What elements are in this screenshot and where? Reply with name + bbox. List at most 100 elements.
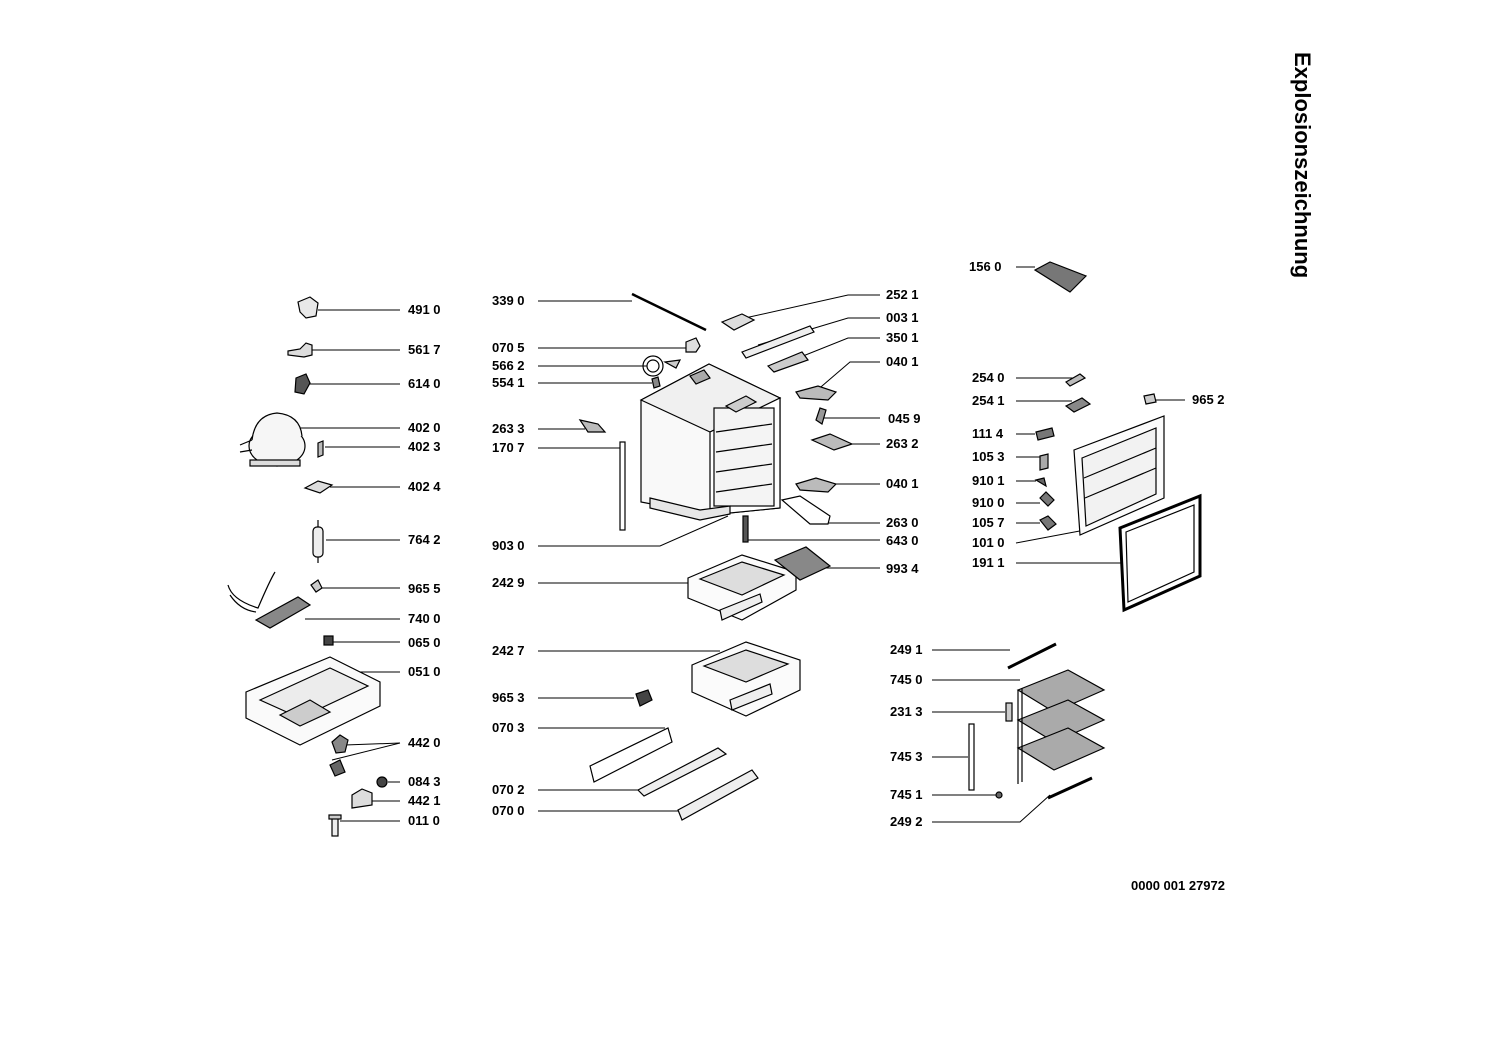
label-170-7: 170 7 — [492, 440, 525, 455]
part-614-0-drawing — [294, 373, 311, 395]
part-764-2-drawing — [312, 520, 324, 563]
label-040-1-lower: 040 1 — [886, 476, 919, 491]
label-242-7: 242 7 — [492, 643, 525, 658]
part-561-7-drawing — [287, 342, 313, 358]
part-003-1-drawing — [741, 325, 815, 359]
label-084-3: 084 3 — [408, 774, 441, 789]
label-561-7: 561 7 — [408, 342, 441, 357]
label-903-0: 903 0 — [492, 538, 525, 553]
label-111-4: 111 4 — [972, 426, 1004, 441]
drawer-242-9-drawing — [687, 554, 797, 621]
label-070-2: 070 2 — [492, 782, 525, 797]
part-402-3-drawing — [317, 440, 324, 458]
rack-745-0-drawing — [1016, 669, 1106, 784]
label-252-1: 252 1 — [886, 287, 919, 302]
label-254-0: 254 0 — [972, 370, 1005, 385]
door-101-0-drawing — [1073, 415, 1165, 536]
label-263-2: 263 2 — [886, 436, 919, 451]
label-249-1: 249 1 — [890, 642, 923, 657]
base-frame-051-0-drawing — [245, 656, 381, 746]
label-003-1: 003 1 — [886, 310, 919, 325]
label-745-1: 745 1 — [890, 787, 923, 802]
part-011-0-drawing — [328, 814, 342, 837]
part-263-0-drawing — [780, 495, 831, 525]
label-045-9: 045 9 — [888, 411, 921, 426]
label-993-4: 993 4 — [886, 561, 919, 576]
part-965-2-drawing — [1143, 393, 1157, 405]
part-231-3-drawing — [1005, 702, 1013, 722]
part-070-5-drawing — [685, 337, 701, 353]
label-402-4: 402 4 — [408, 479, 441, 494]
part-254-0-drawing — [1065, 373, 1087, 387]
label-263-3: 263 3 — [492, 421, 525, 436]
part-084-3-drawing — [376, 776, 388, 788]
label-643-0: 643 0 — [886, 533, 919, 548]
label-011-0: 011 0 — [408, 813, 440, 828]
condenser-740-0-drawing — [227, 571, 312, 629]
label-965-2: 965 2 — [1192, 392, 1225, 407]
label-101-0: 101 0 — [972, 535, 1005, 550]
part-111-4-drawing — [1035, 427, 1055, 441]
part-156-0-drawing — [1033, 261, 1088, 293]
label-242-9: 242 9 — [492, 575, 525, 590]
gasket-191-1-drawing — [1118, 493, 1202, 613]
part-065-0-drawing — [323, 635, 334, 646]
compressor-402-0-drawing — [239, 412, 306, 467]
strip-070-2-drawing — [636, 747, 728, 797]
drawer-242-7-drawing — [691, 641, 801, 717]
label-740-0: 740 0 — [408, 611, 441, 626]
part-402-4-drawing — [303, 480, 334, 494]
strip-070-3-drawing — [589, 727, 673, 783]
part-263-2-drawing — [810, 433, 854, 451]
label-442-1: 442 1 — [408, 793, 441, 808]
label-402-0: 402 0 — [408, 420, 441, 435]
part-263-3-drawing — [578, 419, 607, 433]
strip-070-0-drawing — [677, 769, 759, 821]
part-254-1-drawing — [1064, 397, 1092, 413]
part-170-7-drawing — [619, 441, 626, 531]
label-910-0: 910 0 — [972, 495, 1005, 510]
label-339-0: 339 0 — [492, 293, 525, 308]
label-554-1: 554 1 — [492, 375, 525, 390]
part-249-2-drawing — [1047, 776, 1093, 800]
label-105-3: 105 3 — [972, 449, 1005, 464]
label-965-3: 965 3 — [492, 690, 525, 705]
part-643-0-drawing — [742, 515, 749, 543]
part-249-1-drawing — [1007, 642, 1057, 670]
part-040-1b-drawing — [795, 477, 838, 493]
label-105-7: 105 7 — [972, 515, 1005, 530]
label-566-2: 566 2 — [492, 358, 525, 373]
part-105-3-drawing — [1039, 453, 1049, 471]
part-105-7-drawing — [1039, 515, 1057, 531]
part-745-1-drawing — [995, 791, 1003, 799]
part-drawings — [227, 261, 1202, 837]
label-745-3: 745 3 — [890, 749, 923, 764]
label-442-0: 442 0 — [408, 735, 441, 750]
part-910-1-drawing — [1034, 477, 1047, 488]
document-number: 0000 001 27972 — [1131, 878, 1225, 893]
label-070-0: 070 0 — [492, 803, 525, 818]
part-339-0-drawing — [631, 292, 707, 332]
part-965-3-drawing — [635, 689, 653, 707]
label-191-1: 191 1 — [972, 555, 1005, 570]
part-554-1-drawing — [651, 376, 661, 389]
label-070-5: 070 5 — [492, 340, 525, 355]
part-442-0-drawing — [329, 734, 349, 777]
part-491-0-drawing — [297, 296, 319, 319]
diagram-title: Explosionszeichnung — [1290, 52, 1315, 279]
label-965-5: 965 5 — [408, 581, 441, 596]
part-566-2-drawing — [642, 355, 682, 377]
label-051-0: 051 0 — [408, 664, 441, 679]
part-910-0-drawing — [1039, 491, 1055, 507]
part-745-3-drawing — [968, 723, 975, 791]
cabinet-drawing — [639, 363, 782, 521]
part-252-1-drawing — [720, 313, 756, 331]
part-442-1-drawing — [351, 788, 373, 809]
label-254-1: 254 1 — [972, 393, 1005, 408]
part-045-9-drawing — [815, 407, 827, 425]
label-263-0: 263 0 — [886, 515, 919, 530]
label-231-3: 231 3 — [890, 704, 923, 719]
label-910-1: 910 1 — [972, 473, 1005, 488]
